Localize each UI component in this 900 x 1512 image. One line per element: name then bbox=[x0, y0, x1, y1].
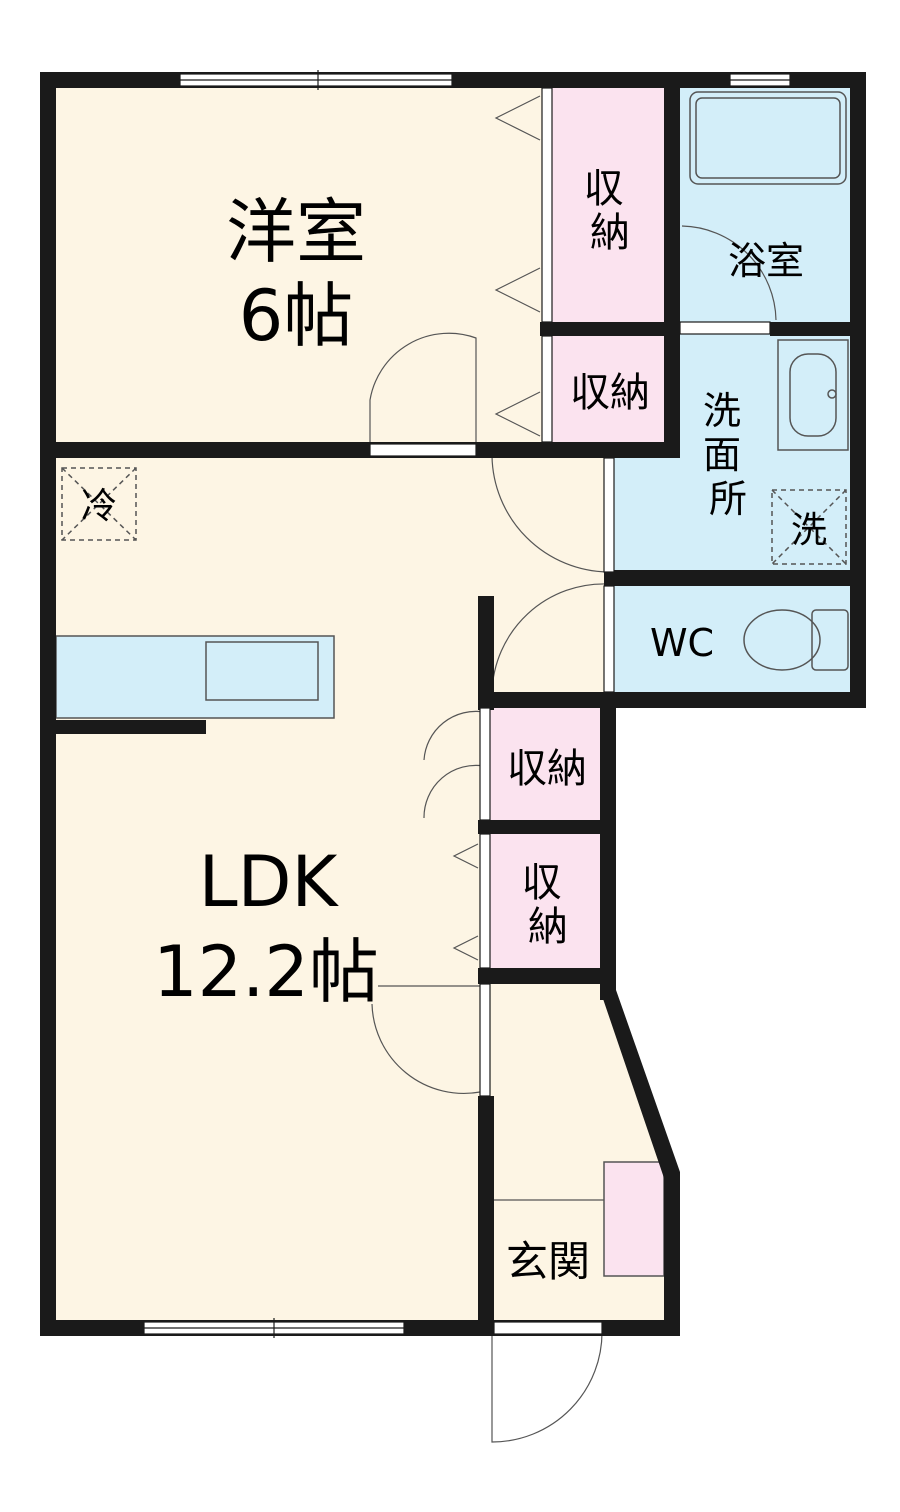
wall-storage-bottom bbox=[478, 968, 614, 984]
wall-closet-divider bbox=[540, 322, 670, 336]
storage-1-char-1: 収 bbox=[584, 166, 624, 212]
wall-storage-right bbox=[600, 700, 616, 1000]
washer-space bbox=[771, 489, 847, 565]
bath-name: 浴室 bbox=[728, 239, 804, 283]
opening-closet-1 bbox=[541, 87, 553, 323]
opening-closet-3 bbox=[479, 707, 491, 821]
closet-fold-1 bbox=[494, 95, 541, 313]
storage-1-label: 収 納 bbox=[584, 166, 637, 256]
wall-hall-left bbox=[478, 596, 494, 710]
storage-4-char-2: 納 bbox=[528, 904, 568, 950]
wall-entrance-angled bbox=[600, 990, 680, 1336]
bath-floor bbox=[676, 80, 858, 330]
fixtures bbox=[55, 91, 849, 719]
bathtub-inner bbox=[695, 97, 841, 179]
washroom-name-char-3: 所 bbox=[709, 477, 747, 521]
wc-name: WC bbox=[650, 621, 714, 665]
kitchen-sink bbox=[205, 641, 319, 701]
storage-4-label: 収 納 bbox=[522, 860, 575, 950]
opening-closet-4 bbox=[479, 833, 491, 969]
storage-closet-1 bbox=[552, 88, 668, 326]
floor-fills bbox=[48, 80, 858, 1328]
fridge-space bbox=[61, 467, 137, 541]
storage-door-3 bbox=[423, 710, 485, 819]
opening-western-door bbox=[369, 443, 477, 457]
storage-closet-4 bbox=[490, 834, 604, 974]
wash-basin-counter bbox=[777, 339, 849, 451]
western-room-name: 洋室 bbox=[226, 191, 366, 273]
shoe-cabinet bbox=[603, 1161, 665, 1277]
ldk-hall-door bbox=[491, 455, 609, 573]
wall-outer-left bbox=[40, 72, 56, 1336]
storage-1-char-2: 納 bbox=[590, 210, 630, 256]
wall-closet-right bbox=[664, 72, 680, 458]
wall-storage-mid bbox=[478, 820, 614, 834]
bathtub bbox=[689, 91, 847, 185]
wall-wc-bottom bbox=[484, 692, 866, 708]
storage-2-label: 収納 bbox=[570, 370, 650, 416]
wc-floor bbox=[612, 578, 858, 700]
opening-front-door bbox=[493, 1321, 603, 1335]
wall-washroom-wc bbox=[604, 570, 866, 586]
doors bbox=[369, 95, 777, 1443]
closet-fold-2 bbox=[494, 391, 541, 437]
western-room-size: 6帖 bbox=[239, 275, 354, 357]
storage-closet-2 bbox=[552, 334, 668, 446]
wall-bath-bottom bbox=[770, 322, 866, 336]
storage-3-label: 収納 bbox=[507, 746, 587, 792]
washer-mark: 洗 bbox=[791, 510, 827, 551]
storage-4-char-1: 収 bbox=[522, 860, 562, 906]
washroom-name-char-1: 洗 bbox=[703, 389, 741, 433]
wall-western-bottom bbox=[40, 442, 676, 458]
opening-ldk-entry bbox=[479, 983, 491, 1097]
entrance-name: 玄関 bbox=[506, 1237, 590, 1286]
western-room-floor bbox=[48, 80, 542, 450]
opening-wc bbox=[603, 585, 615, 693]
washroom-name-char-2: 面 bbox=[703, 433, 741, 477]
wc-door bbox=[491, 583, 609, 693]
front-door bbox=[491, 1329, 603, 1443]
storage-closet-3 bbox=[490, 708, 604, 826]
western-room-door bbox=[369, 332, 477, 450]
opening-closet-2 bbox=[541, 335, 553, 443]
washroom-name: 洗 面 所 bbox=[703, 389, 753, 521]
bath-door bbox=[681, 225, 777, 321]
wash-basin-tap bbox=[827, 389, 837, 399]
opening-ldk-hall bbox=[603, 457, 615, 573]
fridge-mark: 冷 bbox=[81, 486, 117, 527]
kitchen-counter bbox=[55, 635, 335, 719]
wall-hall-lower bbox=[478, 1096, 494, 1336]
toilet-bowl bbox=[743, 609, 821, 671]
opening-bath bbox=[679, 321, 771, 335]
wall-outer-right-upper bbox=[850, 72, 866, 708]
ldk-name: LDK bbox=[199, 841, 340, 923]
labels: 洋室 6帖 LDK 12.2帖 浴室 洗 面 所 WC 玄関 収 納 収納 収納… bbox=[81, 166, 827, 1286]
toilet-tank bbox=[811, 609, 849, 671]
wall-kitchen bbox=[48, 720, 206, 734]
ldk-size: 12.2帖 bbox=[153, 931, 379, 1013]
windows bbox=[143, 70, 791, 1338]
ldk-entry-door bbox=[371, 985, 485, 1095]
closet-fold-4 bbox=[452, 843, 479, 961]
